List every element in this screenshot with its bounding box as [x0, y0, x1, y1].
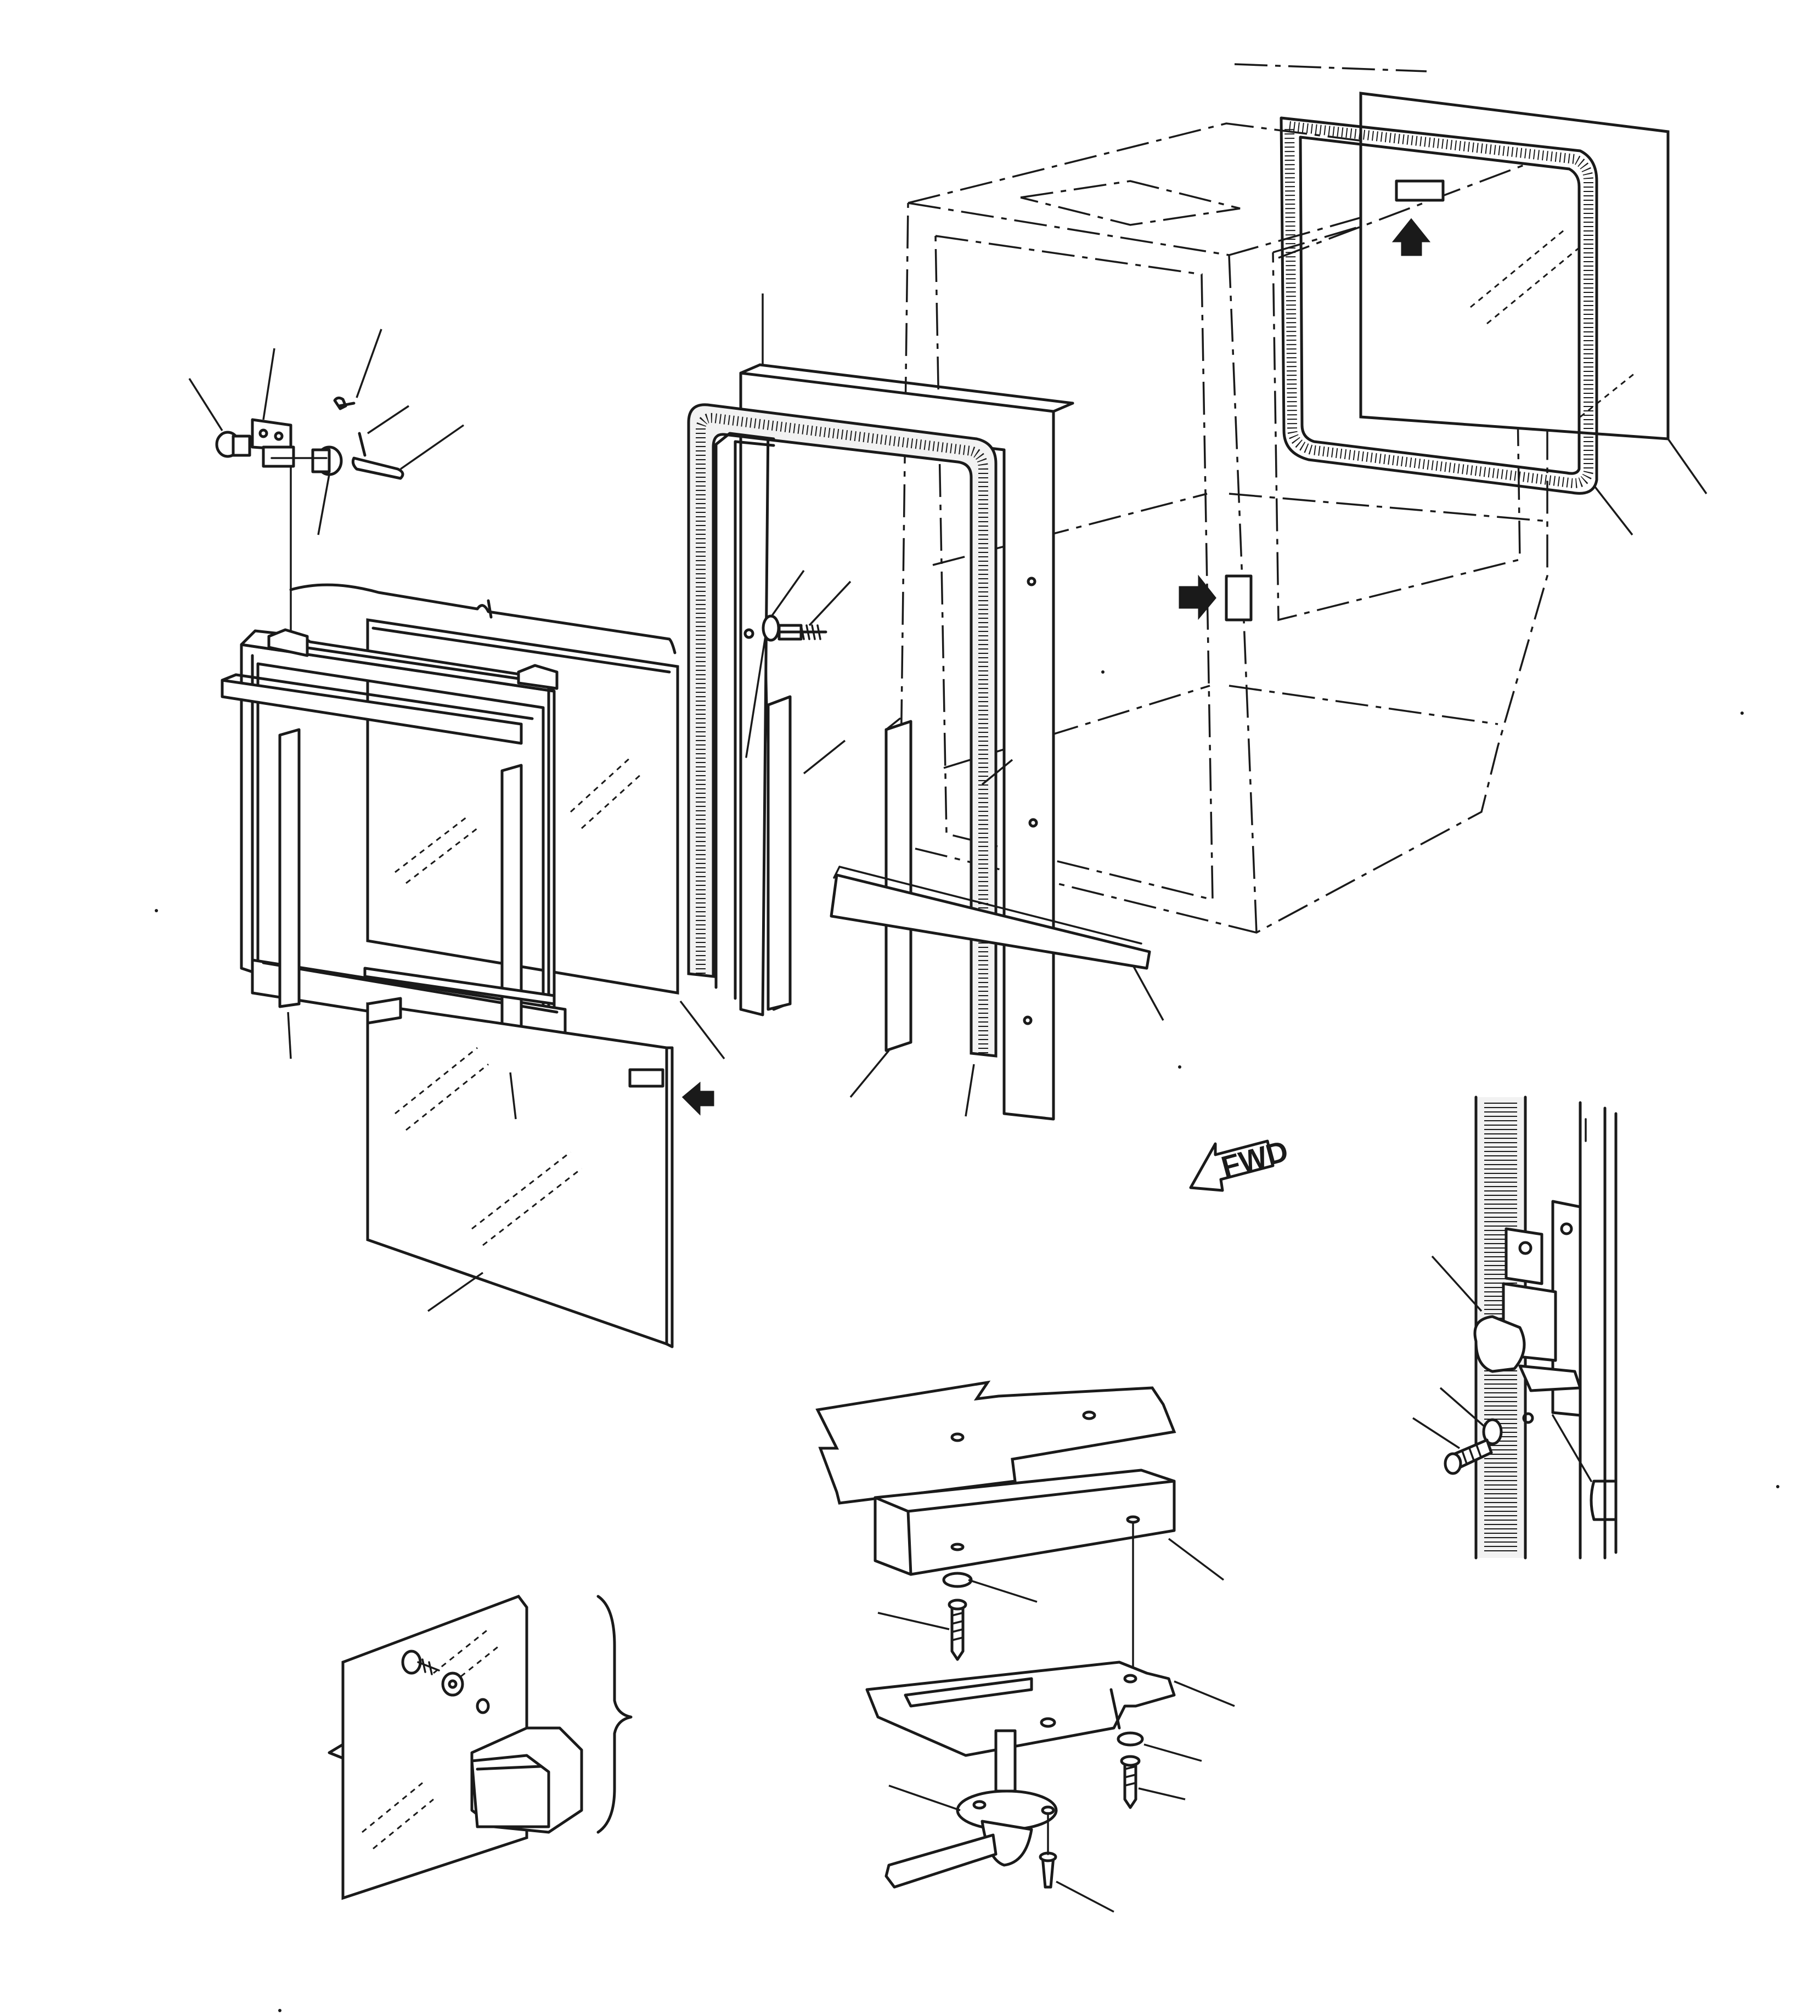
vertical-strip: [884, 720, 912, 1052]
cabin-striker-block: [1225, 574, 1253, 622]
arrow-left-icon: [681, 1081, 714, 1116]
door-sash-assembly: [221, 460, 679, 1074]
cabin-outline: [899, 63, 1548, 934]
lower-glass-assembly: [366, 997, 674, 1348]
hinge-leaf: [251, 418, 292, 451]
horizontal-bar: [830, 873, 1151, 970]
arrow-right-icon: [1179, 574, 1216, 620]
rear-window-assembly: [1278, 92, 1670, 495]
handle-washer: [942, 1572, 973, 1588]
lock-washer: [441, 1671, 464, 1697]
sash-outer-frame: [240, 643, 556, 1047]
top-channel-bar: [221, 679, 523, 745]
rear-window-spacer: [1395, 179, 1445, 202]
window-handle-detail: [815, 1380, 1176, 1889]
hinge-exploded: [215, 396, 404, 480]
fwd-label: FWD: [1218, 1134, 1292, 1184]
handle-spacer-block: [874, 1469, 1176, 1576]
scan-specks: [155, 670, 1779, 2012]
arrow-up-icon: [1391, 218, 1431, 256]
handle-shaft: [994, 1729, 1017, 1793]
latch-catch: [1590, 1479, 1618, 1521]
glass-spacer-block: [628, 1068, 664, 1088]
lock-cap: [470, 1754, 550, 1828]
latch-handle-knob: [1473, 1315, 1526, 1373]
rear-window-glass: [1359, 92, 1670, 441]
frame-strip-b: [767, 695, 792, 1011]
latch-detail: [1444, 1095, 1618, 1560]
window-lock-detail: [328, 1595, 633, 1900]
handle-washer-b: [1117, 1731, 1144, 1747]
rear-window-seal: [1284, 120, 1593, 488]
fwd-direction-arrow: FWD: [1189, 1134, 1292, 1192]
latch-washer: [1482, 1418, 1503, 1445]
handle-base-plate: [865, 1661, 1176, 1757]
door-frame-outer: [739, 371, 1055, 1121]
leader-lines: [188, 293, 1708, 1913]
door-seal: [687, 403, 998, 1058]
lower-glass: [366, 1002, 668, 1346]
hinge-pin: [351, 456, 404, 480]
hinge-barrel: [262, 445, 295, 468]
door-frame-assembly: [687, 363, 1151, 1121]
latch-handle-lever: [1518, 1364, 1582, 1392]
sash-left-channel: [278, 728, 301, 1008]
handle-lever: [884, 1833, 998, 1889]
latch-bracket: [1505, 1227, 1543, 1285]
